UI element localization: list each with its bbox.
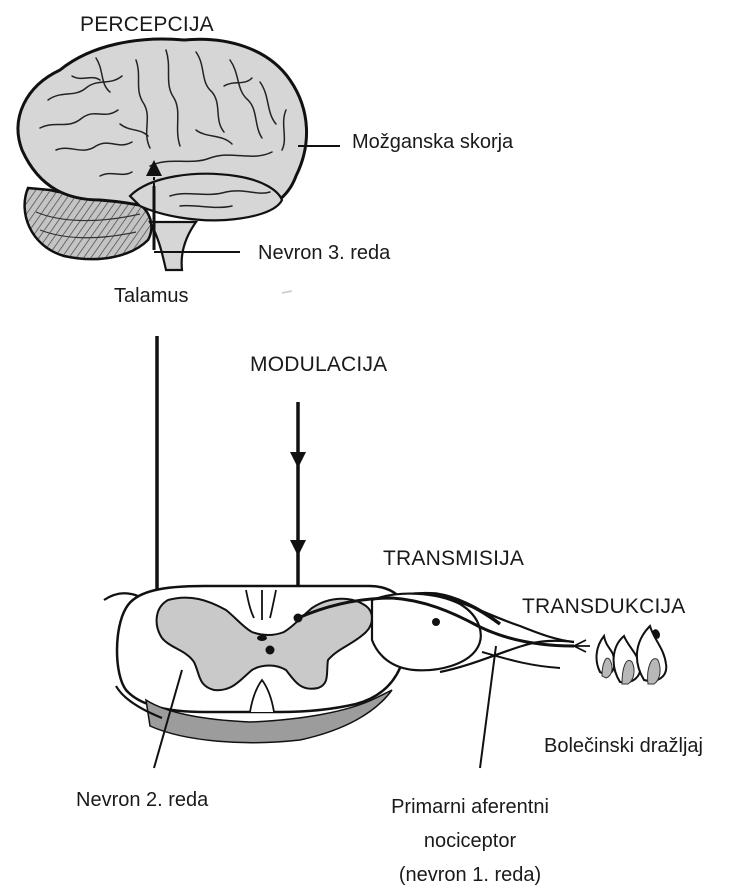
brainstem — [150, 222, 196, 270]
descending-arrow-icon — [290, 452, 306, 468]
thalamus-label: Talamus — [114, 286, 188, 306]
modulation-label: MODULACIJA — [250, 354, 387, 375]
neuron-3-label: Nevron 3. reda — [258, 243, 390, 263]
flame-icon — [597, 626, 667, 684]
central-canal — [257, 635, 267, 641]
nerve-ending-icon — [574, 640, 590, 652]
perception-label: PERCEPCIJA — [80, 14, 214, 35]
neuron-2-label: Nevron 2. reda — [76, 790, 208, 810]
descending-arrow-icon — [290, 540, 306, 556]
primary-afferent-label-line1: Primarni aferentni — [350, 790, 590, 824]
primary-afferent-label-line2: nociceptor — [350, 824, 590, 858]
primary-afferent-pointer — [480, 646, 496, 768]
transduction-label: TRANSDUKCIJA — [522, 596, 685, 617]
descending-modulation-pathway — [290, 402, 306, 616]
primary-afferent-label: Primarni aferentni nociceptor (nevron 1.… — [350, 790, 590, 892]
transmission-label: TRANSMISIJA — [383, 548, 524, 569]
brain — [18, 39, 307, 270]
cortex-label: Možganska skorja — [352, 132, 513, 152]
spinal-cord — [104, 586, 574, 743]
synapse-dot — [266, 646, 275, 655]
synapse-dot — [432, 618, 440, 626]
primary-afferent-label-line3: (nevron 1. reda) — [350, 858, 590, 892]
stimulus-label: Bolečinski dražljaj — [544, 736, 703, 756]
